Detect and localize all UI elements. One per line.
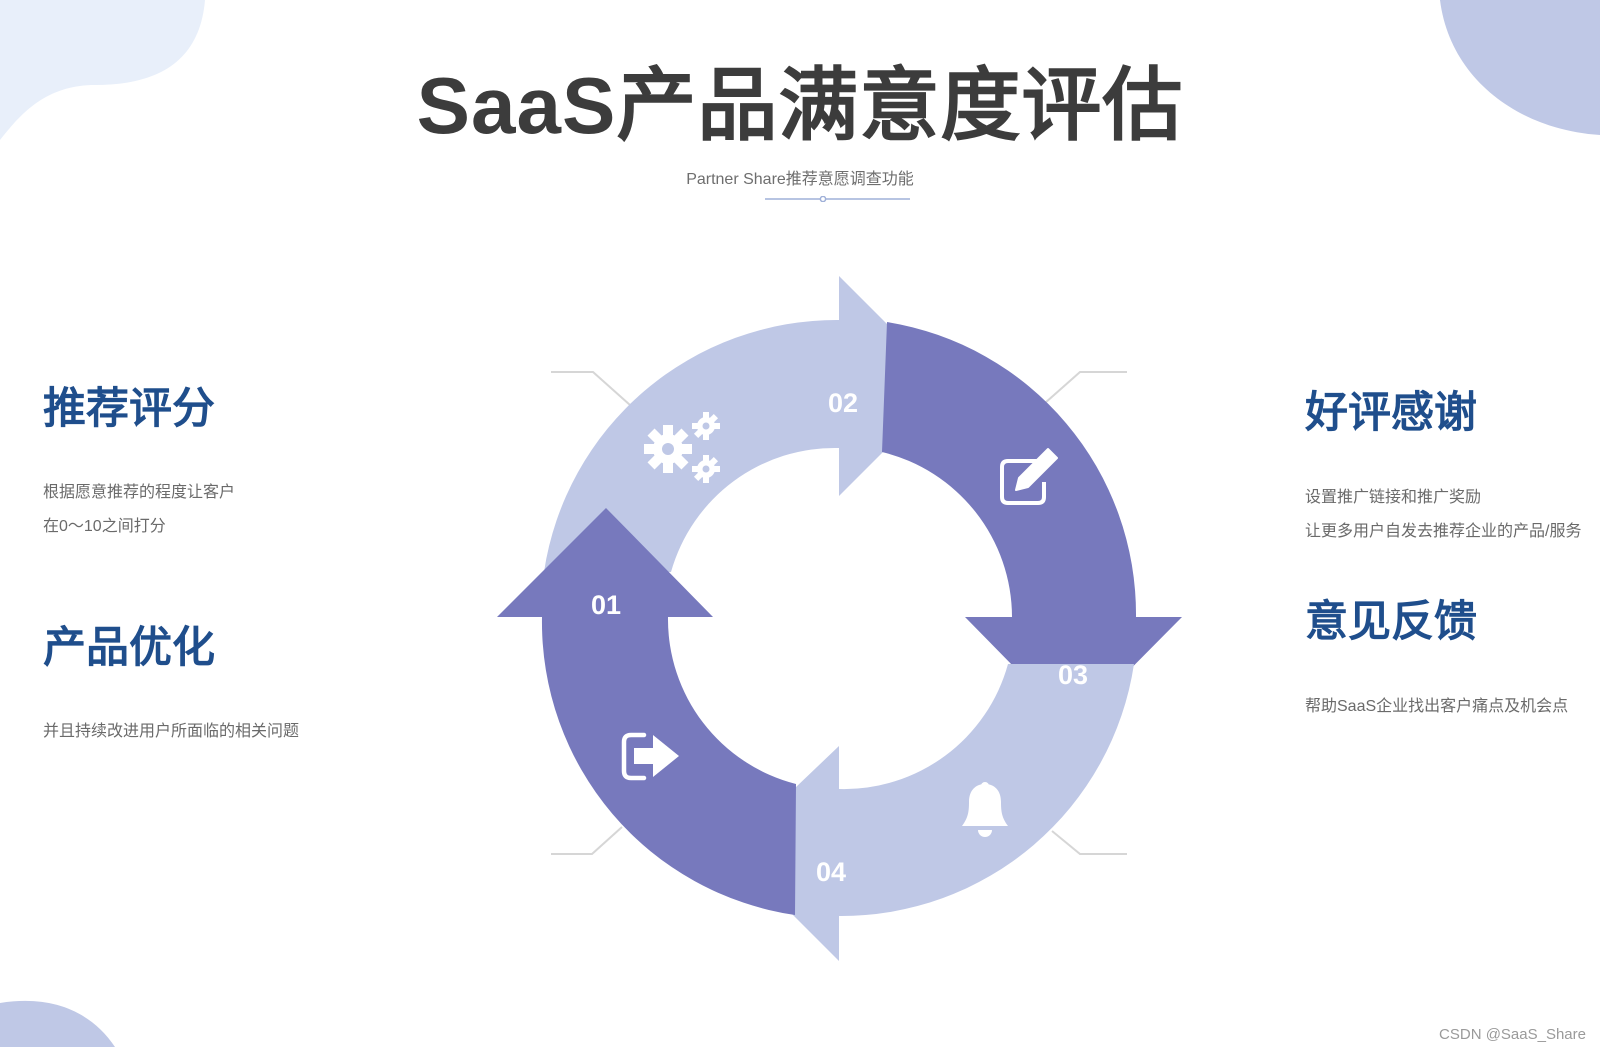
heading-thanks: 好评感谢: [1305, 389, 1477, 437]
step-number-04: 04: [816, 857, 846, 887]
desc-line: 并且持续改进用户所面临的相关问题: [43, 723, 300, 740]
exit-icon: [621, 732, 679, 781]
page-subtitle: Partner Share推荐意愿调查功能: [686, 171, 914, 188]
bottom-left-blob: [0, 1000, 115, 1047]
watermark: CSDN @SaaS_Share: [1439, 1026, 1586, 1043]
connector-bottom-right: [1051, 830, 1127, 855]
desc-line: 帮助SaaS企业找出客户痛点及机会点: [1305, 698, 1569, 715]
desc-thanks: 设置推广链接和推广奖励 让更多用户自发去推荐企业的产品/服务: [1305, 481, 1581, 549]
gears-icon: [644, 412, 720, 483]
arrow-segment-04: [729, 664, 1134, 961]
connector-top-left: [551, 371, 631, 406]
step-number-02: 02: [828, 388, 858, 418]
heading-feedback: 意见反馈: [1305, 598, 1477, 646]
desc-line: 让更多用户自发去推荐企业的产品/服务: [1305, 523, 1582, 540]
edit-icon: [1000, 448, 1058, 505]
top-right-blob: [1440, 0, 1600, 135]
desc-feedback: 帮助SaaS企业找出客户痛点及机会点: [1305, 690, 1568, 724]
connector-top-right: [1044, 371, 1127, 404]
bell-icon: [962, 782, 1008, 837]
desc-product-optimize: 并且持续改进用户所面临的相关问题: [43, 715, 299, 749]
heading-recommend-score: 推荐评分: [43, 385, 215, 433]
desc-line: 设置推广链接和推广奖励: [1305, 489, 1482, 506]
desc-line: 在0～10之间打分: [43, 518, 166, 535]
desc-recommend-score: 根据愿意推荐的程度让客户 在0～10之间打分: [43, 476, 235, 544]
heading-product-optimize: 产品优化: [43, 624, 215, 672]
top-left-blob: [0, 0, 205, 140]
step-number-03: 03: [1058, 660, 1088, 690]
arrow-segment-02: [544, 276, 949, 572]
step-number-01: 01: [591, 590, 621, 620]
page-title: SaaS产品满意度评估: [416, 61, 1184, 150]
arrow-segment-01: [497, 508, 796, 915]
title-divider: [765, 196, 910, 202]
connector-bottom-left: [551, 826, 623, 855]
desc-line: 根据愿意推荐的程度让客户: [43, 484, 236, 501]
arrow-segment-03: [882, 322, 1182, 727]
